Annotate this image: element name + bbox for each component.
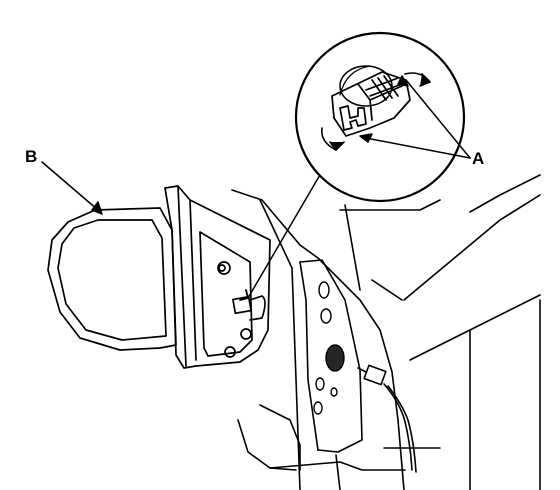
callout-label-a: A bbox=[472, 149, 485, 168]
zoom-detail bbox=[294, 31, 466, 203]
door-harness-connector bbox=[357, 364, 417, 473]
door-body bbox=[231, 174, 541, 490]
door-panel-holes bbox=[313, 281, 345, 415]
callout-label-b: B bbox=[25, 147, 38, 166]
callout-leaders bbox=[41, 75, 471, 215]
outside-mirror bbox=[47, 185, 271, 369]
zoom-pointer bbox=[239, 167, 325, 301]
